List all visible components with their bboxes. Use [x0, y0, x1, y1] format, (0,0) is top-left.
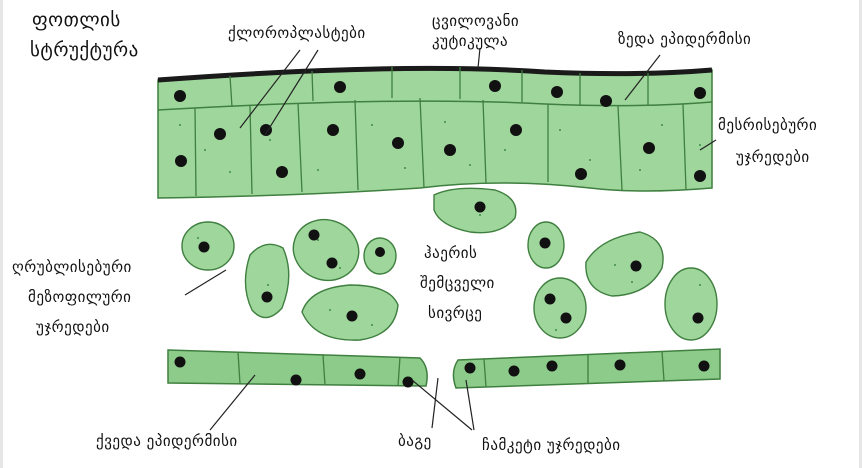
label-cuticle-line-2: კუტიკულა — [432, 32, 508, 50]
label-spongy-line-2: მეზოფილური — [28, 288, 131, 306]
label-guard-cells: ჩამკეტი უჯრედები — [482, 436, 621, 454]
spongy-cell — [245, 244, 288, 317]
label-spongy-line-1: ღრუბლისებური — [12, 258, 132, 276]
label-stoma: ბაგე — [398, 432, 432, 450]
spongy-cell — [665, 268, 717, 340]
lower-epidermis-right — [453, 349, 720, 388]
label-chloroplasts: ქლოროპლასტები — [228, 24, 366, 42]
spongy-cell — [434, 188, 516, 232]
label-air-line-1: ჰაერის — [424, 244, 477, 262]
title-line-2: სტრუქტურა — [30, 38, 139, 62]
label-air-line-3: სივრცე — [428, 304, 482, 322]
spongy-cell — [534, 278, 586, 338]
label-lower-epidermis: ქვედა ეპიდერმისი — [96, 432, 238, 450]
label-cuticle-line-1: ცვილოვანი — [432, 12, 519, 30]
label-upper-epidermis: ზედა ეპიდერმისი — [618, 30, 751, 48]
label-palisade-line-2: უჯრედები — [736, 148, 810, 166]
upper-tissue-body — [158, 68, 712, 198]
spongy-cell — [285, 211, 368, 290]
label-air-line-2: შემცველი — [420, 274, 495, 292]
label-spongy-line-3: უჯრედები — [36, 318, 110, 336]
label-palisade-line-1: მესრისებური — [718, 116, 817, 134]
lower-epidermis — [168, 349, 720, 388]
upper-leaf-layers — [158, 67, 712, 198]
title-line-1: ფოთლის — [32, 8, 121, 32]
spongy-cell — [586, 232, 663, 296]
